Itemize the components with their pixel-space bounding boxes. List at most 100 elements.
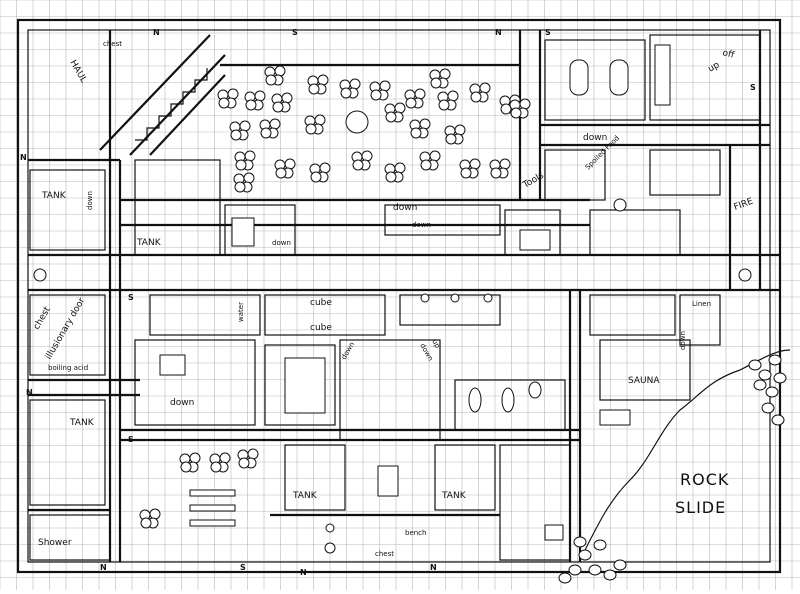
label-tank-s2: TANK [441,491,467,501]
label-down-3: down [272,239,291,247]
boulder-icon [573,536,587,548]
label-down-5: down [340,341,356,361]
boulder-icon [765,386,779,398]
label-tools: Tools [521,171,546,191]
tree-icon [237,448,259,469]
boulder-icon [773,372,787,384]
tree-icon [264,65,286,86]
tree-icon [229,120,251,141]
compass-marker: S [750,83,756,92]
label-tank-w2: TANK [136,238,162,248]
boulder-icon [758,369,772,381]
label-chest-bottom: chest [375,550,394,558]
tree-icon [139,508,161,529]
compass-marker: S [128,293,134,302]
label-up-2: up [430,338,442,350]
tree-icon [409,118,431,139]
compass-marker: S [240,563,246,572]
label-slide: SLIDE [675,498,726,517]
tree-icon [233,172,255,193]
compass-marker: N [300,568,307,577]
tree-icon [429,68,451,89]
label-tank-nw: TANK [41,191,67,201]
compass-marker: N [100,563,107,572]
label-tank-s1: TANK [292,491,318,501]
boulder-icon [578,549,592,561]
label-cube-1: cube [310,298,332,308]
boulder-icon [558,572,572,584]
boulder-icon [603,569,617,581]
label-water: water [237,302,245,322]
tree-icon [304,114,326,135]
label-down-9: down [412,221,431,229]
door-markers: N S N S N S N S N S N S N [20,28,756,577]
tree-icon [437,90,459,111]
boulder-icon [768,354,782,366]
label-down-1: down [393,203,417,213]
tree-icon [309,162,331,183]
tree-icon [404,88,426,109]
boulder-icon [748,359,762,371]
tree-icon [244,90,266,111]
tree-icon [234,150,256,171]
label-down-8: down [679,331,687,350]
label-sauna: SAUNA [628,376,660,386]
outer-walls [16,18,782,574]
label-linen: Linen [692,300,711,308]
label-down-2: down [583,133,607,143]
tree-icon [459,158,481,179]
tree-icon [469,82,491,103]
tree-icon [419,150,441,171]
tree-icon [271,92,293,113]
boulder-icon [771,414,785,426]
diagonal-staircase [99,34,226,156]
well-icon [345,110,369,134]
label-haul: HAUL [67,59,88,85]
label-off: off [721,48,736,61]
tree-icon [179,452,201,473]
compass-marker: N [430,563,437,572]
label-chest-top: chest [103,40,122,48]
tree-icon [339,78,361,99]
tree-icon [217,88,239,109]
boulder-icon [761,402,775,414]
tree-icon [489,158,511,179]
boulder-icon [593,539,607,551]
garden-trees [139,65,531,529]
tree-icon [509,98,531,119]
tree-icon [307,74,329,95]
label-shower: Shower [38,538,72,548]
label-chest-west: chest [32,305,53,332]
label-down-7: down [86,191,94,210]
label-down-4: down [170,398,194,408]
label-cube-2: cube [310,323,332,333]
boulder-icon [613,559,627,571]
tree-icon [384,162,406,183]
compass-marker: N [20,153,27,162]
compass-marker: S [292,28,298,37]
label-up: up [707,60,722,75]
tree-icon [259,118,281,139]
tree-icon [209,452,231,473]
furniture [33,44,752,554]
label-fire: FIRE [733,197,755,213]
label-boiling-acid: boiling acid [48,364,88,372]
compass-marker: S [128,435,134,444]
compass-marker: N [495,28,502,37]
label-rock: ROCK [680,470,729,489]
tree-icon [444,124,466,145]
boulder-icon [588,564,602,576]
compass-marker: N [153,28,160,37]
boulder-icon [568,564,582,576]
boulder-icon [753,379,767,391]
room-walls [28,30,780,562]
compass-marker: N [26,388,33,397]
rock-slide [558,349,791,584]
tree-icon [369,80,391,101]
label-bench: bench [405,529,426,537]
tree-icon [274,158,296,179]
label-tank-sw: TANK [69,418,95,428]
compass-marker: S [545,28,551,37]
